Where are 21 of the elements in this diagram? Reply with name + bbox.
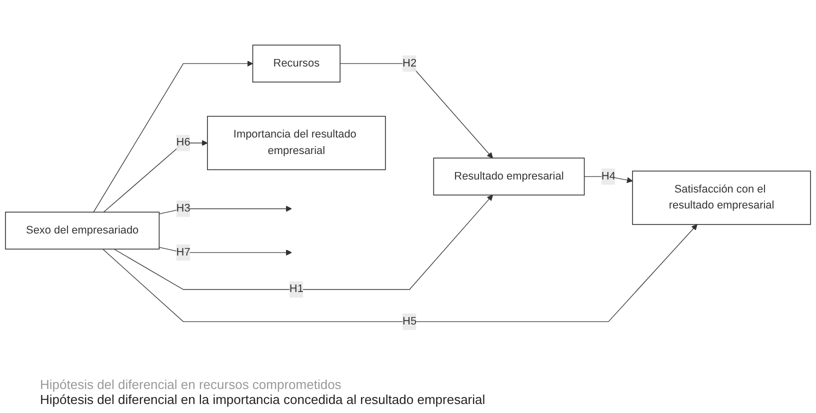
- node-box: Resultado empresarial: [433, 158, 585, 196]
- arrow: [103, 140, 208, 212]
- node-box: Satisfacción con el resultado empresarial: [632, 170, 811, 225]
- arrow: [340, 63, 493, 158]
- edge-label: H7: [176, 246, 190, 258]
- edge-label: H6: [176, 136, 190, 148]
- arrow: [102, 224, 698, 322]
- arrow: [93, 60, 254, 212]
- edge-label: H2: [402, 57, 417, 70]
- edge-label: H5: [402, 316, 417, 328]
- arrow: [158, 206, 292, 214]
- edge-label: H4: [601, 170, 616, 182]
- legend-text: Hipótesis del diferencial en la importancia concedida al resultado empresarial: [40, 392, 486, 407]
- edge-label: H3: [176, 202, 190, 214]
- legend-text: Hipótesis del diferencial en recursos comprometidos: [40, 377, 342, 392]
- node-box: Importancia del resultado empresarial: [207, 116, 386, 170]
- arrow: [158, 246, 292, 256]
- edge-label: H1: [289, 283, 304, 295]
- arrow: [114, 194, 493, 290]
- node-box: Recursos: [252, 44, 340, 82]
- node-box: Sexo del empresariado: [5, 212, 160, 250]
